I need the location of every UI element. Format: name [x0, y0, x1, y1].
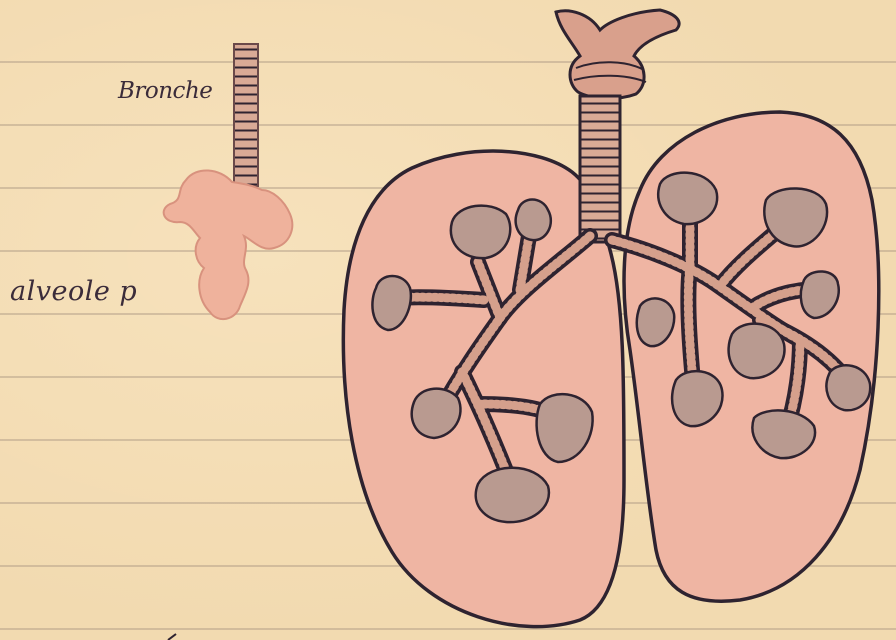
alveoli-cluster — [826, 365, 870, 410]
alveolus-sac — [164, 170, 293, 319]
bronche-label: Bronche — [118, 78, 212, 104]
alveoli-cluster — [516, 200, 551, 241]
trachea — [580, 96, 620, 242]
alveoli-cluster — [658, 173, 717, 225]
bronchus-tube — [234, 44, 258, 186]
label-pointer — [168, 634, 176, 640]
alveoli-cluster — [729, 324, 785, 379]
alveoli-cluster — [764, 188, 827, 246]
larynx — [556, 10, 679, 98]
alveoli-cluster — [476, 468, 549, 522]
alveole-label: alveole p — [10, 276, 137, 307]
alveoli-cluster — [451, 206, 510, 259]
